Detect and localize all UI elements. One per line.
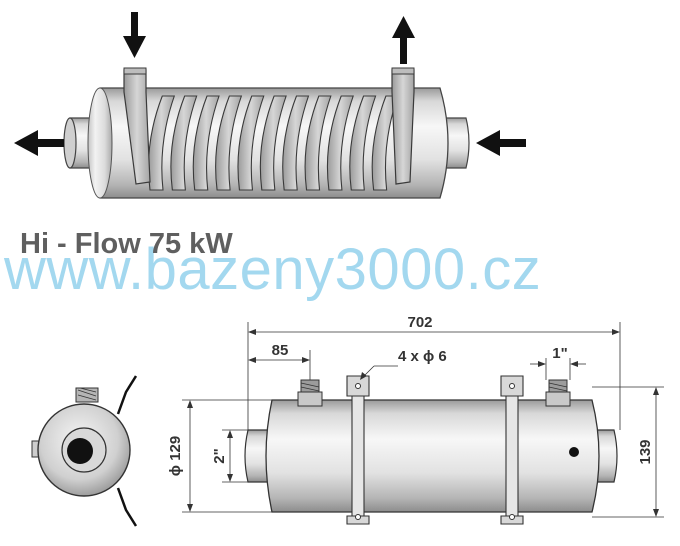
dim-coil-port: 1" [552,345,567,362]
left-end-nozzle [244,429,271,483]
coil-turn [192,95,220,191]
dim-shell-diameter: ϕ 129 [167,436,184,476]
dim-height: 139 [637,439,654,464]
port-outlet [545,379,571,407]
watermark: www.bazeny3000.cz [4,237,542,302]
arrow-left-inflow-icon [476,130,526,156]
sensor-port [569,447,579,457]
spiral-coil [148,95,399,191]
dimensioned-view: 702 85 4 x ϕ 6 1" ϕ 129 2" 139 [167,314,664,525]
coil-turn [326,95,354,191]
clamp-right [500,375,524,525]
dim-overall-length: 702 [407,314,432,331]
coil-turn [259,95,287,191]
coil-turn [282,95,310,191]
dim-bolt-holes: 4 x ϕ 6 [398,348,447,365]
end-view [31,375,138,527]
coil-turn [304,95,332,191]
dimension-arrows [187,329,659,517]
product-title: Hi - Flow 75 kW [20,228,233,260]
arrow-left-icon [14,130,64,156]
coil-turn [237,95,265,191]
cutaway-view [14,12,526,199]
arrow-down-icon [123,12,146,58]
coil-turn [215,95,243,191]
clamp-left [346,375,370,525]
dim-port-offset: 85 [272,342,289,359]
port-inlet [297,379,323,407]
coil-outlet-pipe [391,69,415,185]
dim-end-port: 2" [211,448,228,463]
shell [265,399,600,513]
coil-turn [170,95,198,191]
coil-turn [349,95,377,191]
arrow-up-icon [392,16,415,64]
